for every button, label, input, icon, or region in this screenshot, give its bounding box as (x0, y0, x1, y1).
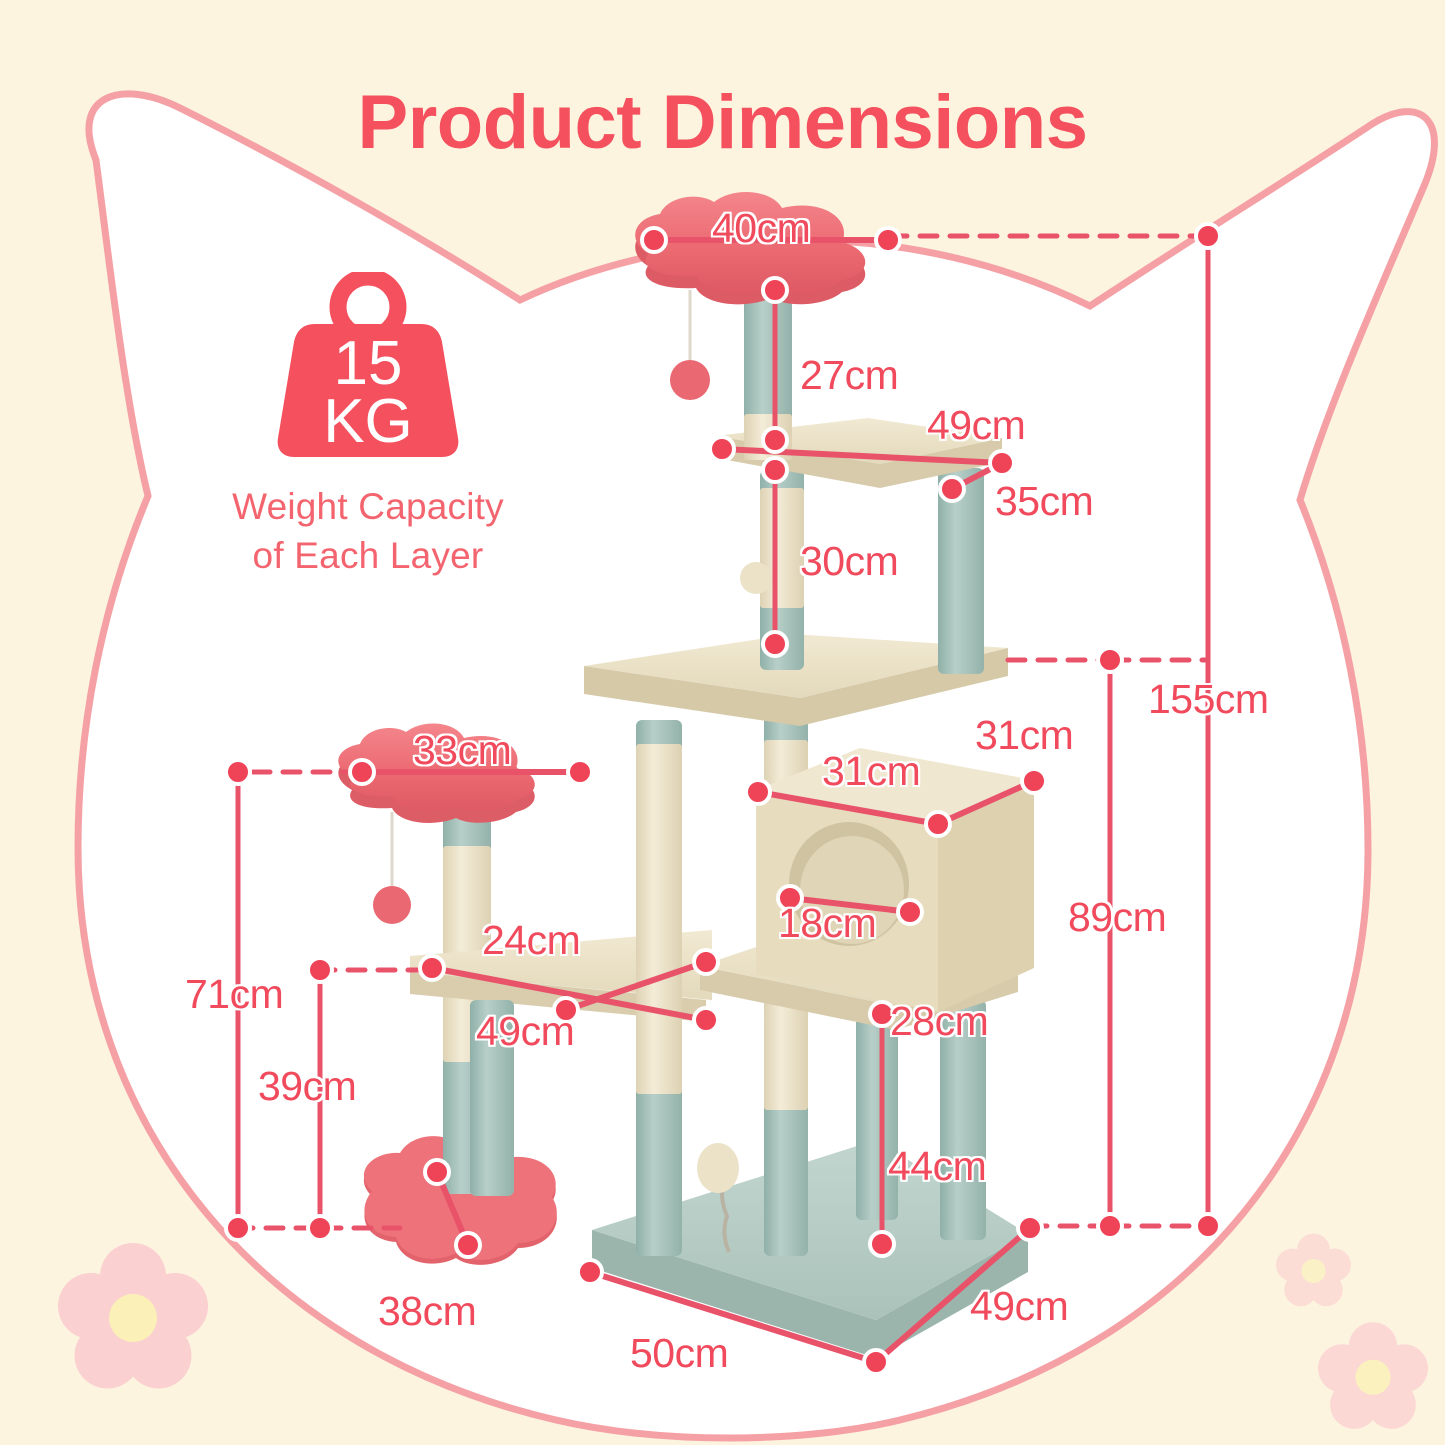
dimension-label-condo-width: 31cm (822, 748, 921, 794)
dimension-label-condo-depth: 31cm (975, 712, 1074, 758)
dimension-label-lower-shelf-height: 28cm (890, 998, 989, 1044)
left-shelf-post (470, 1000, 514, 1196)
dimension-label-condo-hole-diameter: 18cm (778, 900, 877, 946)
dimension-label-tier2-width: 49cm (927, 402, 1026, 448)
dimension-label-condo-height: 89cm (1068, 894, 1167, 940)
dimension-label-left-base-width: 38cm (378, 1288, 477, 1334)
weight-icon: 15 KG (277, 268, 459, 457)
tier2-post-sisal (760, 488, 804, 608)
flower-bottom-right-2 (1318, 1322, 1428, 1429)
weight-value: 15 (334, 329, 403, 398)
dimension-label-top-bed-width: 40cm (712, 205, 811, 251)
dimension-label-left-shelf-depth: 24cm (482, 917, 581, 963)
page-title: Product Dimensions (357, 79, 1089, 165)
dimension-endpoints (224, 222, 1222, 1376)
top-post (744, 286, 792, 446)
dimension-label-left-mid-height: 39cm (258, 1063, 357, 1109)
dimension-label-left-shelf-width: 49cm (476, 1008, 575, 1054)
spring-toy-pompom (697, 1143, 739, 1193)
weight-caption-line-1: Weight Capacity (232, 486, 504, 527)
mid-pompom-toy (740, 562, 772, 594)
main-tower (584, 191, 1034, 1358)
dimension-label-left-bed-width: 33cm (413, 727, 512, 773)
condo-box (756, 748, 1034, 1012)
dimension-label-tier2-post-height: 30cm (800, 538, 899, 584)
left-flower-bed (338, 723, 535, 823)
flower-bottom-left (58, 1243, 208, 1389)
tier2-post-right (938, 468, 984, 674)
dimension-label-left-total-height: 71cm (185, 971, 284, 1017)
left-pompom-toy (373, 886, 411, 924)
flower-bottom-right-1 (1276, 1233, 1351, 1307)
top-pompom-toy (670, 360, 710, 400)
main-post-front-left-sisal (636, 744, 682, 1094)
dimension-label-base-post-height: 44cm (888, 1143, 987, 1189)
weight-unit: KG (323, 387, 413, 456)
dimension-lines (233, 233, 1211, 1365)
weight-capacity-caption: Weight Capacity of Each Layer (178, 483, 558, 581)
dimension-label-top-post-height: 27cm (800, 352, 899, 398)
dimension-label-tier2-depth: 35cm (995, 478, 1094, 524)
main-post-mid-low (856, 1010, 898, 1220)
dimension-label-base-depth: 49cm (970, 1283, 1069, 1329)
dimension-label-total-height: 155cm (1148, 676, 1269, 722)
flower-center (1355, 1359, 1391, 1395)
flower-center (109, 1294, 157, 1342)
weight-capacity-block: 15 KG Weight Capacity of Each Layer (178, 268, 558, 581)
dimension-label-base-width: 50cm (630, 1330, 729, 1376)
main-post-right-low (940, 1000, 986, 1240)
flower-center (1301, 1259, 1326, 1283)
weight-caption-line-2: of Each Layer (252, 534, 484, 576)
